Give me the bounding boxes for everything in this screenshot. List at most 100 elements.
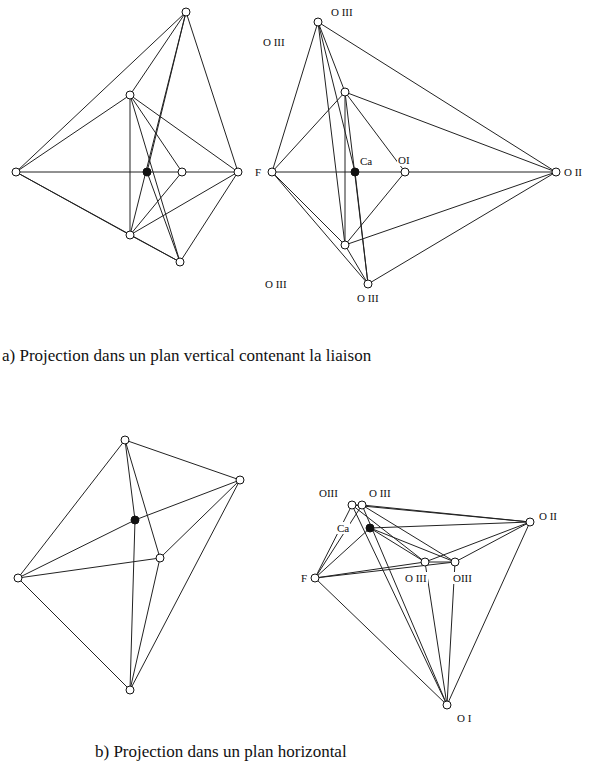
bond-line [345,92,556,172]
ligand-atom [234,168,242,176]
atom-label: O III [264,278,288,290]
calcium-atom [351,168,359,176]
bond-line [425,562,447,705]
atom-label: F [254,166,262,178]
bond-line [186,12,238,172]
ligand-atom [311,574,319,582]
ligand-atom [314,18,322,26]
bond-line [455,522,530,562]
ligand-atom [348,501,356,509]
bond-line [125,440,135,520]
bond-line [147,172,180,262]
bond-line [370,528,455,562]
ligand-atom [178,168,186,176]
bond-line [130,12,186,95]
bond-line [352,505,447,705]
bond-line [345,172,405,245]
atom-label: OIII [318,487,339,499]
bond-line [368,172,556,284]
ligand-atom [126,686,134,694]
bond-line [318,22,355,172]
atom-label: Ca [359,155,373,167]
ligand-atom [526,518,534,526]
bond-line [352,505,425,562]
atom-label: OI [397,154,411,166]
bond-line [272,172,368,284]
bond-line [18,440,125,578]
bond-line [272,172,345,245]
atom-label: F [300,572,308,584]
ligand-atom [126,91,134,99]
bond-line [160,480,240,558]
calcium-atom [143,168,151,176]
bond-line [345,92,405,172]
ligand-atom [552,168,560,176]
bond-line [370,528,425,562]
atom-label: O II [538,510,558,522]
atom-label: O III [404,572,428,584]
bond-line [130,95,131,235]
bond-line [125,440,240,480]
bond-line [362,505,447,705]
ligand-atom [176,258,184,266]
bond-line [130,172,238,235]
ligand-atom [268,168,276,176]
ligand-atom [401,168,409,176]
bond-line [315,505,352,578]
bond-line [130,558,160,690]
bond-line [345,92,346,245]
bond-line [345,172,556,245]
bond-line [370,522,530,528]
ligand-atom [358,501,366,509]
bond-line [135,480,240,520]
bond-line [18,578,130,690]
bond-line [272,172,556,173]
bond-line [130,95,180,262]
ligand-atom [341,241,349,249]
bond-line [362,505,455,562]
bond-line [318,22,345,245]
figure-caption: a) Projection dans un plan vertical cont… [2,346,371,366]
bond-line [315,528,370,578]
ligand-atom [121,436,129,444]
ligand-atom [14,574,22,582]
bond-line [272,92,345,172]
bond-line [16,95,130,172]
bond-line [447,522,530,705]
bond-line [16,172,180,262]
bond-line [352,505,530,522]
atom-label: OIII [452,572,473,584]
ligand-atom [126,231,134,239]
bond-line [125,440,160,558]
atom-label: O II [563,166,583,178]
atom-label: O III [262,36,286,48]
ligand-atom [443,701,451,709]
bond-line [16,172,238,173]
calcium-atom [366,524,374,532]
bond-line [130,480,240,690]
ligand-atom [12,168,20,176]
ligand-atom [364,280,372,288]
bond-line [18,558,160,578]
atom-label: O I [456,712,472,724]
ligand-atom [236,476,244,484]
bond-line [315,578,447,705]
ligand-atom [421,558,429,566]
bond-line [16,12,186,172]
ligand-atom [182,8,190,16]
atom-label: O III [356,292,380,304]
bond-line [130,520,135,690]
atom-label: O III [368,487,392,499]
bond-line [318,22,556,172]
bond-line [130,235,180,262]
bond-line [130,95,238,172]
bond-line [345,92,368,284]
calcium-atom [131,516,139,524]
atom-label: Ca [336,522,350,534]
ligand-atom [156,554,164,562]
figure-caption: b) Projection dans un plan horizontal [95,742,347,762]
ligand-atom [341,88,349,96]
atom-label: O III [330,6,354,18]
